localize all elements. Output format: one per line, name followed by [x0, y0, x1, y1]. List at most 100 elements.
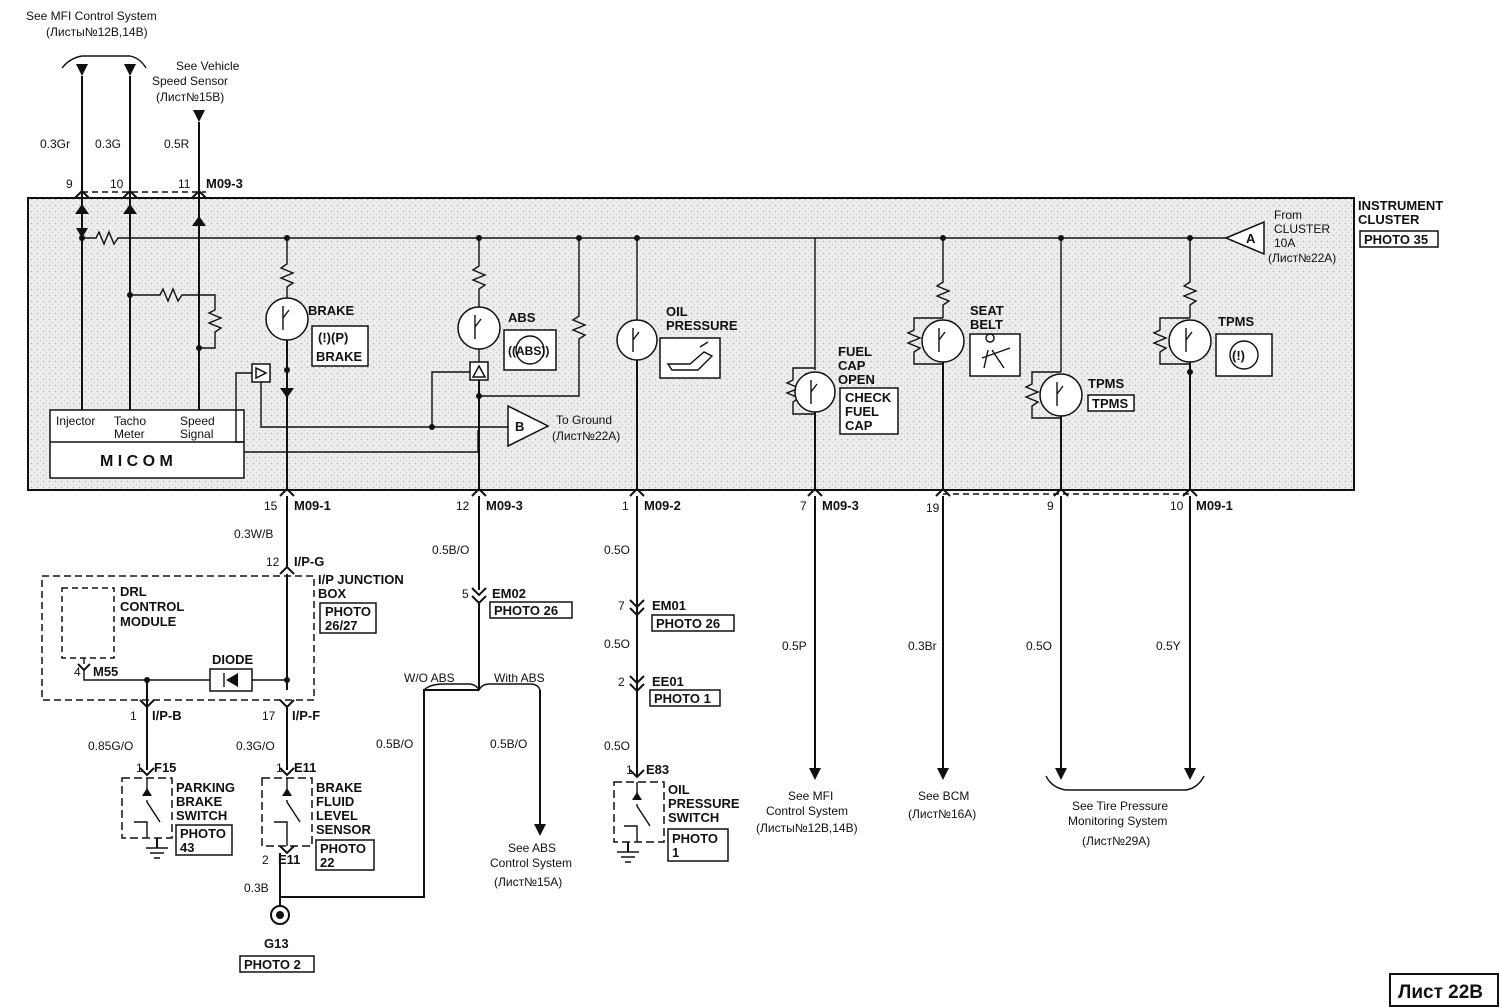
ops-photo-2: 1 — [672, 845, 679, 860]
micom-label: M I C O M — [100, 453, 173, 470]
park-2: BRAKE — [176, 794, 223, 809]
micom-speed-1: Speed — [180, 414, 215, 428]
ref-to-ground-2: (Лист№22A) — [552, 429, 620, 443]
pin-9: 9 — [66, 177, 73, 191]
pin-e11: E11 — [294, 760, 316, 775]
ref-from-cluster-4: (Лист№22A) — [1268, 251, 1336, 265]
ipjb-2: BOX — [318, 586, 347, 601]
micom-speed-2: Signal — [180, 427, 213, 441]
ref-vss-2: Speed Sensor — [152, 74, 228, 88]
pin-ee01-num: 2 — [618, 675, 625, 689]
ref-mfi-bot-1: See MFI — [788, 789, 833, 803]
lamp-seat-2: BELT — [970, 317, 1003, 332]
wire-05p: 0.5P — [782, 639, 807, 653]
pin-m09-3-top: M09-3 — [206, 176, 243, 191]
pin-9b: 9 — [1047, 499, 1054, 513]
drl-1: DRL — [120, 584, 147, 599]
ref-to-ground-1: To Ground — [556, 413, 612, 427]
wire-05r: 0.5R — [164, 137, 190, 151]
lamp-abs-icon: ((ABS)) — [508, 344, 549, 358]
wire-05y: 0.5Y — [1156, 639, 1181, 653]
drl-2: CONTROL — [120, 599, 184, 614]
ref-tpms-2: Monitoring System — [1068, 814, 1167, 828]
lamp-brake: BRAKE — [308, 303, 355, 318]
ops-2: PRESSURE — [668, 796, 740, 811]
node-a — [1224, 220, 1265, 256]
pin-ipf-num: 17 — [262, 709, 276, 723]
pin-e83: E83 — [646, 762, 669, 777]
lamp-fuel-box-1: CHECK — [845, 390, 892, 405]
wire-03wb: 0.3W/B — [234, 527, 273, 541]
bfl-1: BRAKE — [316, 780, 363, 795]
ipjb-photo-1: PHOTO — [325, 604, 371, 619]
node-a-label: A — [1246, 231, 1256, 246]
micom-tacho-2: Meter — [114, 427, 145, 441]
em02-photo: PHOTO 26 — [494, 603, 558, 618]
lamp-tpms-b-icon: (!) — [1232, 348, 1245, 363]
wire-05o-c: 0.5O — [604, 739, 630, 753]
ref-abs-2: Control System — [490, 856, 572, 870]
drl-3: MODULE — [120, 614, 177, 629]
oil-pressure-switch — [613, 781, 665, 843]
micom-tacho-1: Tacho — [114, 414, 146, 428]
pin-ipb: I/P-B — [152, 708, 182, 723]
wire-03br: 0.3Br — [908, 639, 937, 653]
lamp-brake-icon: (!)(P) — [318, 330, 348, 345]
ref-bcm-2: (Лист№16A) — [908, 807, 976, 821]
bfl-photo-2: 22 — [320, 855, 334, 870]
pin-em02-num: 5 — [462, 587, 469, 601]
ref-from-cluster-1: From — [1274, 208, 1302, 222]
sheet-label-box — [1389, 973, 1499, 1007]
pin-ipb-num: 1 — [130, 709, 137, 723]
lamp-fuel-2: CAP — [838, 358, 866, 373]
pin-ipg-num: 12 — [266, 555, 280, 569]
pin-e83-num: 1 — [626, 763, 633, 777]
pin-em01: EM01 — [652, 598, 686, 613]
pin-m09-2: M09-2 — [644, 498, 681, 513]
park-photo-2: 43 — [180, 840, 194, 855]
wire-with-abs: With ABS — [494, 671, 545, 685]
ref-vss-1: See Vehicle — [176, 59, 240, 73]
pin-f15-num: 1 — [136, 761, 143, 775]
lamp-fuel-box-2: FUEL — [845, 404, 879, 419]
ref-bcm-1: See BCM — [918, 789, 969, 803]
sheet-label: Лист 22B — [1398, 982, 1483, 1003]
pin-19: 19 — [926, 501, 940, 515]
pin-11: 11 — [178, 177, 191, 191]
node-b-label: B — [515, 419, 524, 434]
park-photo-1: PHOTO — [180, 826, 226, 841]
pin-em02: EM02 — [492, 586, 526, 601]
pin-10: 10 — [110, 177, 124, 191]
lamp-brake-box: BRAKE — [316, 349, 363, 364]
ops-photo-1: PHOTO — [672, 831, 718, 846]
ref-mfi-bot-3: (Листы№12B,14B) — [756, 821, 858, 835]
wire-03go: 0.3G/O — [236, 739, 275, 753]
pin-ee01: EE01 — [652, 674, 684, 689]
drl-module — [61, 587, 115, 659]
pin-7: 7 — [800, 499, 807, 513]
wire-05o-b: 0.5O — [604, 637, 630, 651]
lamp-tpms-a: TPMS — [1088, 376, 1124, 391]
pin-12: 12 — [456, 499, 470, 513]
ipjb-photo-2: 26/27 — [325, 618, 358, 633]
pin-em01-num: 7 — [618, 599, 625, 613]
wire-05o-d: 0.5O — [1026, 639, 1052, 653]
bfl-3: LEVEL — [316, 808, 358, 823]
ref-mfi-bot-2: Control System — [766, 804, 848, 818]
pin-e11b-num: 2 — [262, 853, 269, 867]
ref-vss-3: (Лист№15B) — [156, 90, 224, 104]
ref-tpms-3: (Лист№29A) — [1082, 834, 1150, 848]
ops-1: OIL — [668, 782, 690, 797]
wire-wo-abs: W/O ABS — [404, 671, 455, 685]
lamp-seat-1: SEAT — [970, 303, 1004, 318]
pin-10b: 10 — [1170, 499, 1184, 513]
pin-f15: F15 — [154, 760, 176, 775]
wire-03g: 0.3G — [95, 137, 121, 151]
ref-mfi-top-2: (Листы№12B,14B) — [46, 25, 148, 39]
lamp-oil-1: OIL — [666, 304, 688, 319]
diode-label: DIODE — [212, 652, 254, 667]
ref-mfi-top-1: See MFI Control System — [26, 9, 157, 23]
cluster-title-2: CLUSTER — [1358, 212, 1420, 227]
ipjb-1: I/P JUNCTION — [318, 572, 404, 587]
pin-e11-num: 1 — [276, 761, 283, 775]
